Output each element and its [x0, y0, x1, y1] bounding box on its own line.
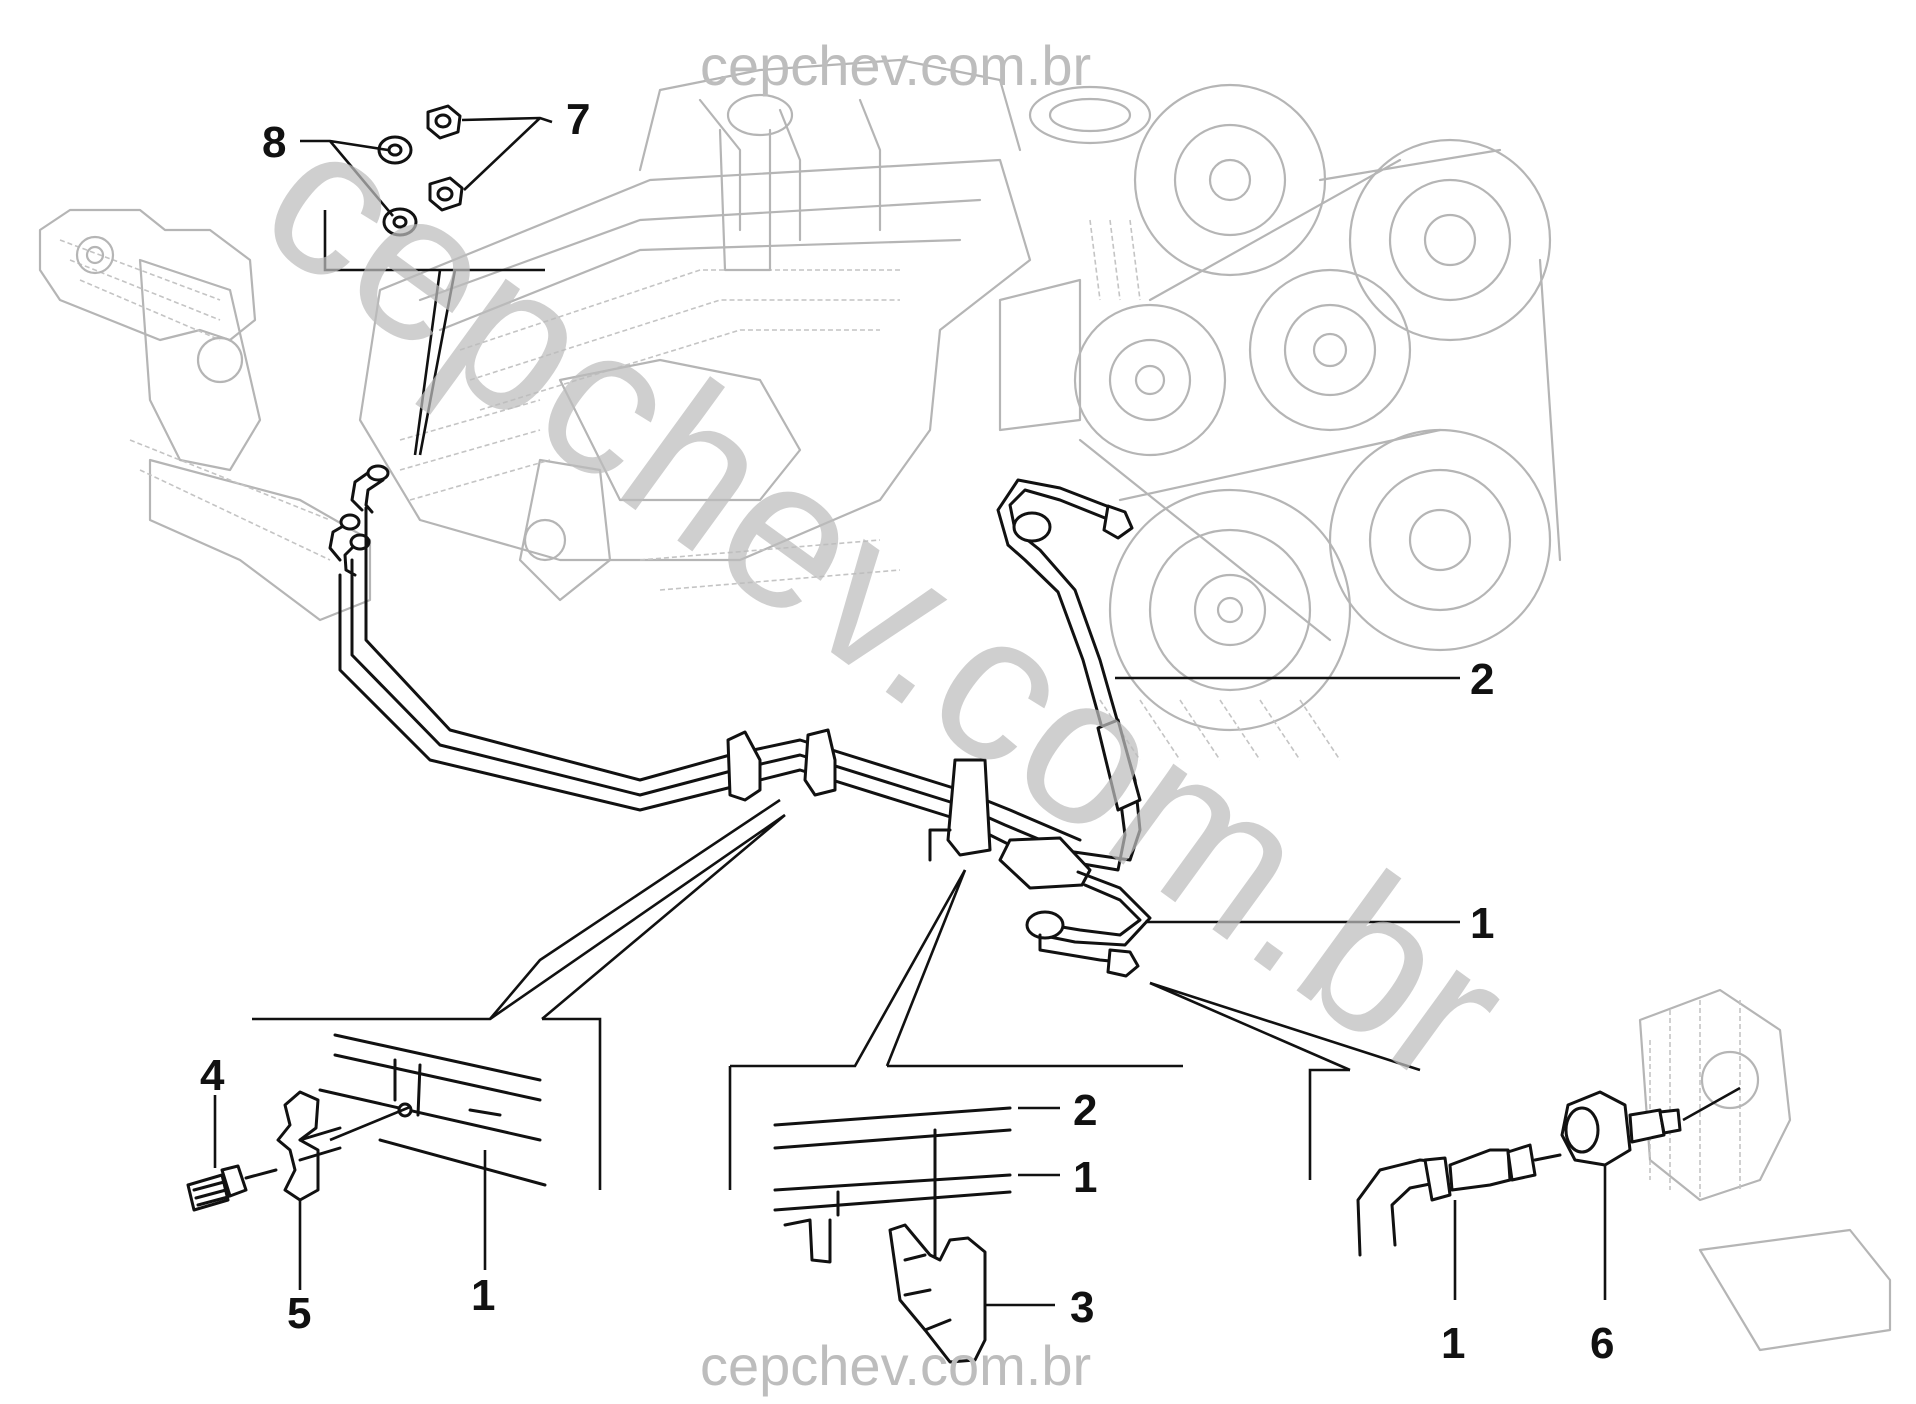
- upper-fitting-a: [366, 464, 390, 482]
- callout-numbers: 7 8 2 1 4 5 1 2 1 3 1 6: [200, 95, 1614, 1368]
- feed-line-end-bend: [1025, 910, 1065, 940]
- return-line-bend-fitting: [1012, 511, 1052, 543]
- callout-retainer-clip: 3: [1070, 1283, 1094, 1332]
- bolt-part: [186, 1164, 278, 1212]
- watermark-bottom: cepchev.com.br: [700, 1334, 1091, 1397]
- callout-nuts: 7: [566, 95, 590, 144]
- return-line-end-fitting: [1102, 504, 1134, 540]
- callout-detail-line-1: 1: [1073, 1153, 1097, 1202]
- washer-upper: [377, 135, 413, 165]
- nut-lower: [428, 176, 464, 212]
- callout-bolt: 4: [200, 1051, 225, 1100]
- main-callout-leaders: [1115, 676, 1460, 1072]
- engine-ghost-illustration: [38, 58, 1892, 1352]
- hose-end-part: [1423, 1143, 1562, 1202]
- callout-connector: 6: [1590, 1319, 1614, 1368]
- detail-right-connection: [1308, 1068, 1741, 1300]
- retainer-clip-installed: [946, 758, 992, 857]
- upper-fitting-b: [339, 513, 361, 531]
- callout-washers: 8: [262, 118, 286, 167]
- pipe-clamp-left: [726, 730, 762, 802]
- hardware-top-group: [300, 104, 553, 456]
- return-line-hose-sleeve: [1096, 718, 1142, 812]
- detail-left-clamp: [186, 798, 786, 1290]
- pipe-clamp-mid: [803, 728, 837, 797]
- callout-clamp: 5: [287, 1289, 311, 1338]
- detail-middle-clip: [728, 869, 1183, 1364]
- feed-line-end-fitting: [1106, 948, 1140, 978]
- watermark-top: cepchev.com.br: [700, 34, 1091, 97]
- callout-detail-hose: 1: [1441, 1319, 1465, 1368]
- clamp-part: [276, 1090, 320, 1202]
- callout-detail-line-left: 1: [471, 1271, 495, 1320]
- connector-part: [1560, 1090, 1682, 1167]
- nut-upper: [426, 104, 462, 140]
- feed-line-hose-sleeve: [998, 836, 1092, 890]
- callout-fuel-return-line: 2: [1470, 655, 1494, 704]
- callout-detail-line-2: 2: [1073, 1086, 1097, 1135]
- fuel-line-assembly: [328, 464, 1152, 978]
- callout-fuel-feed-line: 1: [1470, 899, 1494, 948]
